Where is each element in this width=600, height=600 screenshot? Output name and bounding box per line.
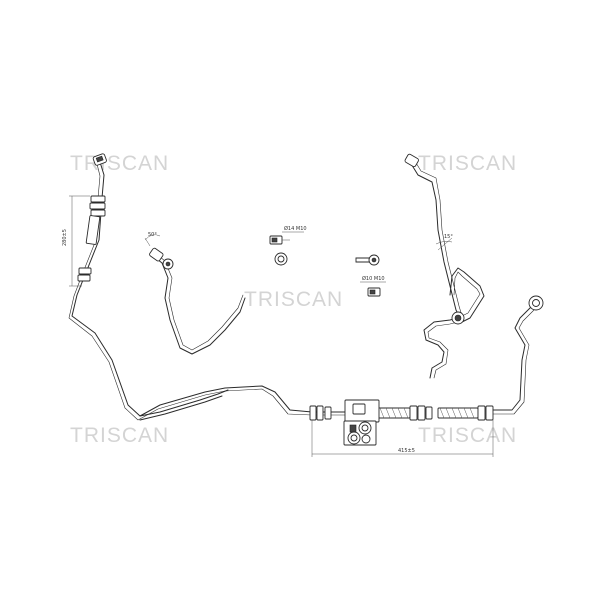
right-brake-pipe-upper <box>409 157 485 379</box>
horizontal-length-label: 415±5 <box>398 448 415 454</box>
left-angle-indicator: 50° <box>144 232 161 247</box>
left-pipe-end-fitting <box>92 153 107 166</box>
fitting-bottom-label: Ø10 M10 <box>362 275 385 282</box>
vertical-dimension: 280±5 <box>62 195 90 287</box>
vertical-length-label: 280±5 <box>62 229 68 246</box>
middle-pipe-end-fitting <box>149 247 174 270</box>
watermark-triscan: TRISCAN <box>70 424 170 447</box>
watermark-triscan: TRISCAN <box>418 152 518 175</box>
middle-brake-pipe <box>151 251 246 355</box>
mounting-bracket <box>343 399 380 446</box>
right-pipe-top-fitting <box>404 153 419 168</box>
left-pipe-hose-sleeve <box>77 195 106 282</box>
watermark-triscan: TRISCAN <box>418 424 518 447</box>
right-angle-label: 15° <box>444 234 453 240</box>
right-angle-indicator: 15° <box>435 234 453 251</box>
fitting-top-label: Ø14 M10 <box>284 225 307 232</box>
horizontal-dimension: 415±5 <box>311 420 494 457</box>
main-horizontal-hose <box>309 295 544 421</box>
fitting-detail-top: Ø14 M10 <box>269 225 307 266</box>
left-angle-label: 50° <box>148 232 157 238</box>
fitting-detail-bottom: Ø10 M10 <box>355 254 386 297</box>
right-pipe-junction <box>451 311 465 325</box>
watermark-triscan: TRISCAN <box>244 288 344 311</box>
